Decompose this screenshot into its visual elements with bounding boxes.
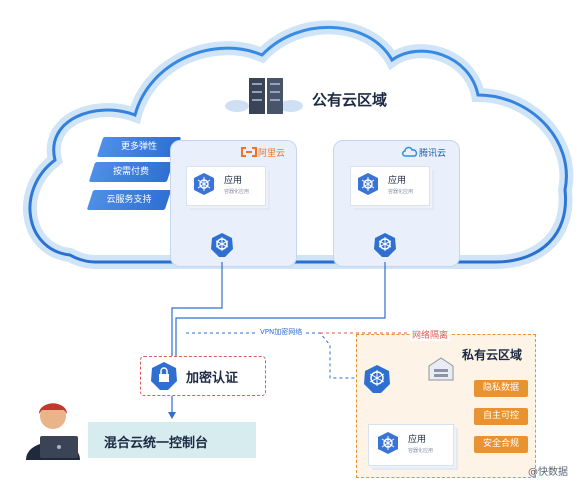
badge-security-compliance: 安全合规: [474, 436, 528, 453]
datacenter-building-icon: [428, 357, 454, 381]
admin-user-icon: [26, 403, 80, 460]
aliyun-logo-icon: [241, 147, 257, 157]
network-isolation-label: 网络隔离: [410, 328, 451, 341]
k8s-app-icon: [358, 173, 378, 195]
vpn-label: VPN加密网络: [258, 327, 305, 337]
tencent-label: 腾讯云: [419, 149, 447, 159]
auth-label: 加密认证: [186, 371, 239, 386]
server-stack-icon: [225, 78, 303, 114]
app-title: 应用: [408, 435, 427, 445]
app-subtitle: 容器化应用: [408, 448, 434, 454]
app-title: 应用: [224, 176, 243, 186]
hybrid-cloud-console[interactable]: [88, 422, 256, 458]
watermark: @快数据: [528, 467, 568, 478]
tencent-cloud-logo-icon: [402, 146, 418, 157]
app-title: 应用: [388, 176, 407, 186]
tag-pay-on-demand: 按需付费: [88, 162, 174, 182]
kubernetes-icon: [364, 365, 390, 393]
tag-cloud-service-support: 云服务支持: [86, 190, 172, 210]
k8s-app-icon: [378, 432, 398, 454]
tag-more-elasticity: 更多弹性: [96, 137, 182, 157]
badge-autonomous-control: 自主可控: [474, 408, 528, 425]
console-label: 混合云统一控制台: [104, 436, 209, 451]
public-cloud-title: 公有云区域: [312, 91, 388, 109]
app-card-aliyun: [186, 166, 266, 206]
app-subtitle: 容器化应用: [224, 189, 250, 195]
k8s-app-icon: [194, 173, 214, 195]
kubernetes-icon: [211, 233, 233, 257]
lock-icon: [151, 362, 177, 390]
app-subtitle: 容器化应用: [388, 189, 414, 195]
kubernetes-icon: [374, 233, 396, 257]
badge-privacy-data: 隐私数据: [474, 380, 528, 397]
aliyun-label: 阿里云: [258, 149, 286, 159]
private-cloud-title: 私有云区域: [462, 348, 523, 362]
